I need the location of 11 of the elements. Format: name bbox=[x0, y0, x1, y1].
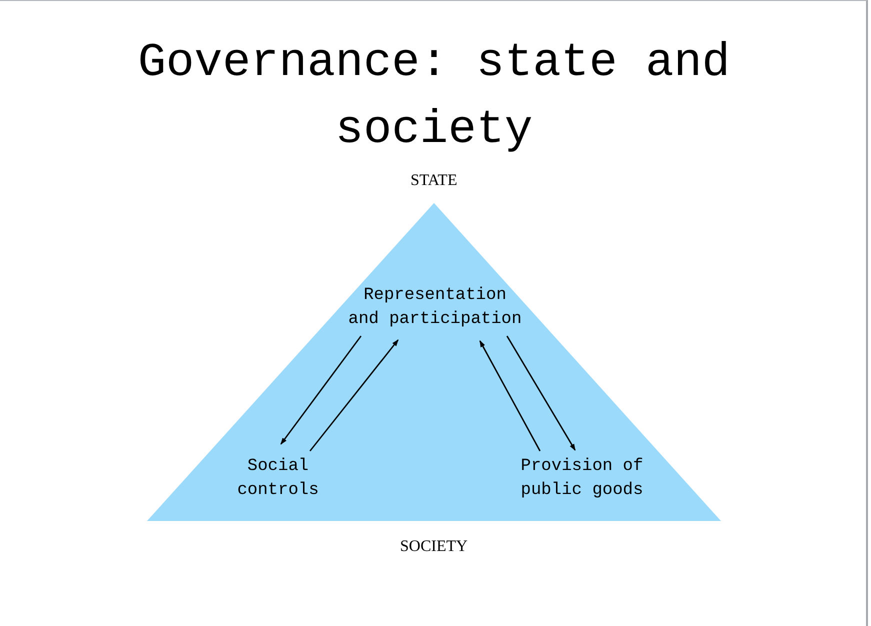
concept-label: Representation and participation bbox=[347, 282, 523, 334]
arrow bbox=[280, 336, 362, 445]
triangle bbox=[147, 203, 721, 521]
vertex-label: SOCIETY bbox=[400, 537, 468, 557]
arrow bbox=[506, 336, 576, 451]
vertex-label: STATE bbox=[410, 171, 458, 191]
arrow bbox=[309, 339, 399, 452]
concept-label: Social controls bbox=[232, 453, 324, 505]
arrow bbox=[479, 340, 541, 452]
concept-label: Provision of public goods bbox=[514, 453, 650, 505]
title: Governance: state and society bbox=[136, 36, 732, 159]
